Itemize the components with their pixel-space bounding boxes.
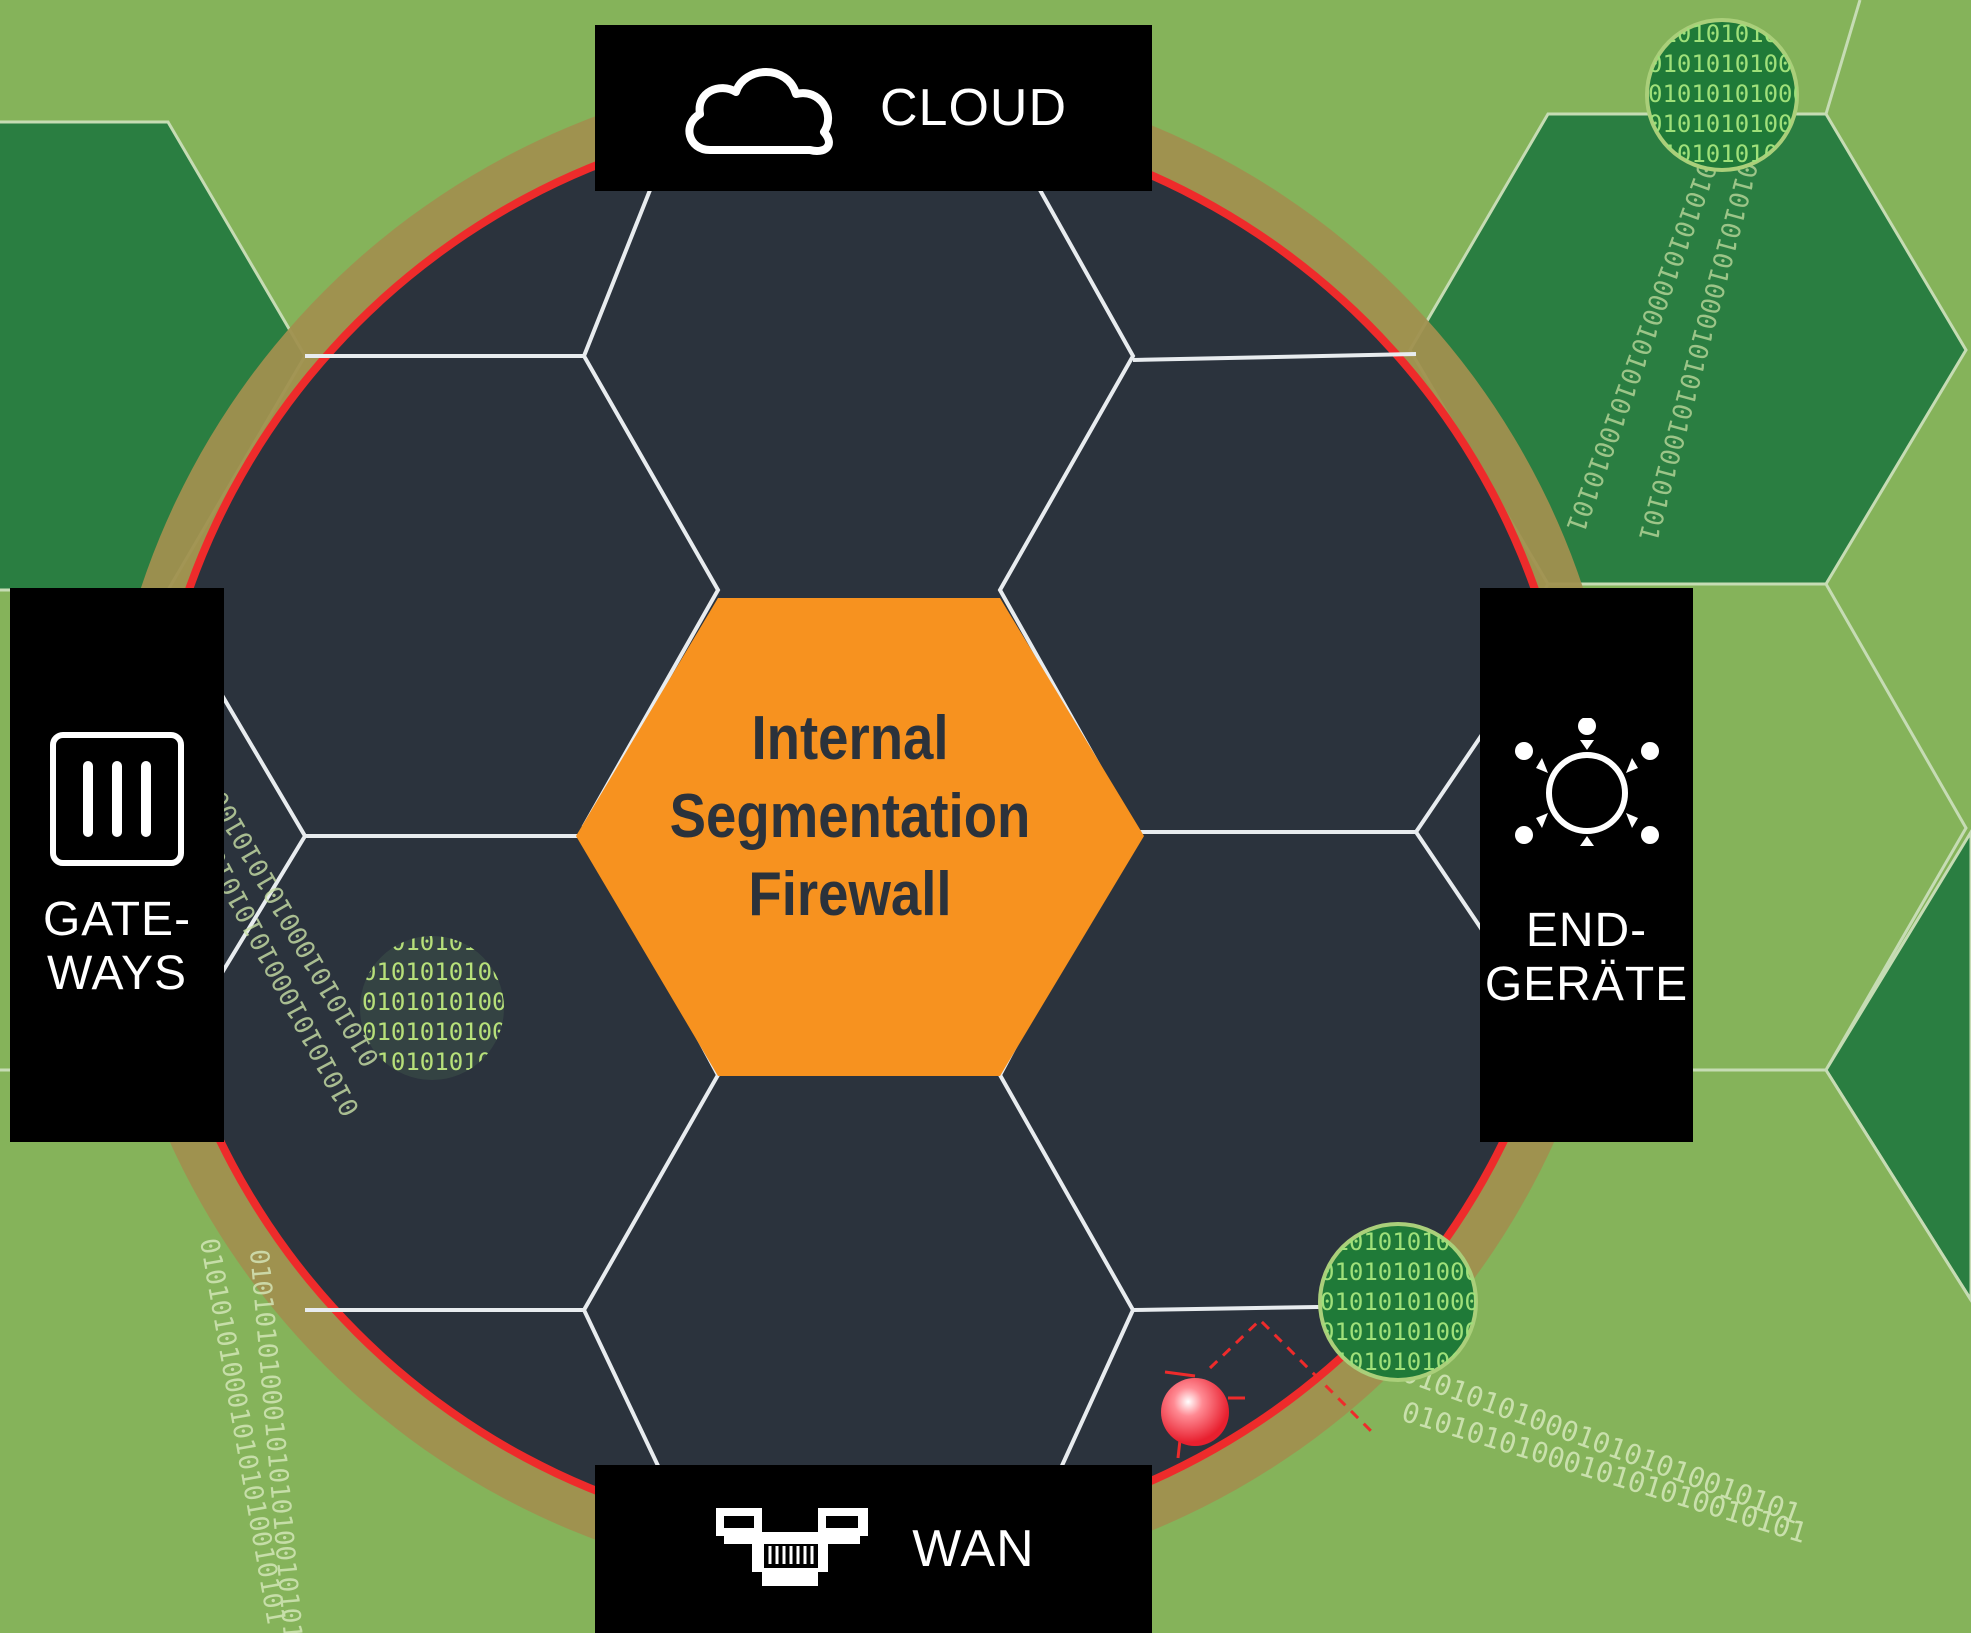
svg-text:0101010100010101010010101: 0101010100010101010010101	[1320, 1348, 1681, 1376]
svg-text:0101010100010101010010101: 0101010100010101010010101	[1320, 1318, 1681, 1346]
center-title: Internal Segmentation Firewall	[612, 700, 1087, 934]
center-title-line-2: Segmentation	[669, 782, 1031, 851]
svg-text:0101010100010101010010101: 0101010100010101010010101	[1648, 50, 1971, 78]
svg-text:0101010100010101010010101: 0101010100010101010010101	[362, 958, 723, 986]
endgeraete-label-box: END- GERÄTE	[1480, 588, 1693, 1142]
data-packet-lower-right: 0101010100010101010010101 01010101000101…	[1318, 1222, 1681, 1382]
svg-text:0101010100010101010010101: 0101010100010101010010101	[1398, 1395, 1811, 1550]
cloud-label-box: CLOUD	[595, 25, 1152, 191]
svg-text:0101010100010101010010101: 0101010100010101010010101	[362, 988, 723, 1016]
outer-hex-right-edge	[1824, 0, 1862, 115]
endgeraete-label: END- GERÄTE	[1484, 904, 1689, 1011]
outer-hex-bottom-right	[1824, 1069, 1971, 1301]
network-ports-icon	[716, 1508, 869, 1586]
devices-hub-icon	[1514, 718, 1659, 846]
gateways-label: GATE- WAYS	[42, 893, 192, 1000]
svg-text:0101010100010101010010101: 0101010100010101010010101	[362, 1018, 723, 1046]
center-hex	[576, 598, 1144, 1076]
center-title-line-1: Internal	[751, 704, 949, 773]
wan-label-box: WAN	[595, 1465, 1152, 1633]
data-packet-upper-left: 0101010100010101010010101 01010101000101…	[360, 936, 723, 1080]
virus-icon	[1161, 1370, 1245, 1459]
threat-block	[1161, 1317, 1377, 1459]
center-title-line-3: Firewall	[748, 860, 952, 929]
threat-dashed-path	[1208, 1317, 1377, 1437]
svg-text:0101010100010101010010101: 0101010100010101010010101	[1648, 80, 1971, 108]
cloud-label: CLOUD	[879, 79, 1068, 137]
wan-label: WAN	[912, 1520, 1035, 1578]
svg-text:0101010100010101010010101: 0101010100010101010010101	[1320, 1288, 1681, 1316]
svg-text:0101010100010101010010101: 0101010100010101010010101	[1648, 110, 1971, 138]
cloud-icon	[685, 68, 833, 155]
firewall-appliance-icon	[50, 732, 184, 866]
gateways-label-box: GATE- WAYS	[10, 588, 224, 1142]
svg-text:0101010100010101010010101: 0101010100010101010010101	[1320, 1258, 1681, 1286]
binary-stream-lower-right: 0101010100010101010010101 01010101000101…	[1398, 1356, 1811, 1550]
